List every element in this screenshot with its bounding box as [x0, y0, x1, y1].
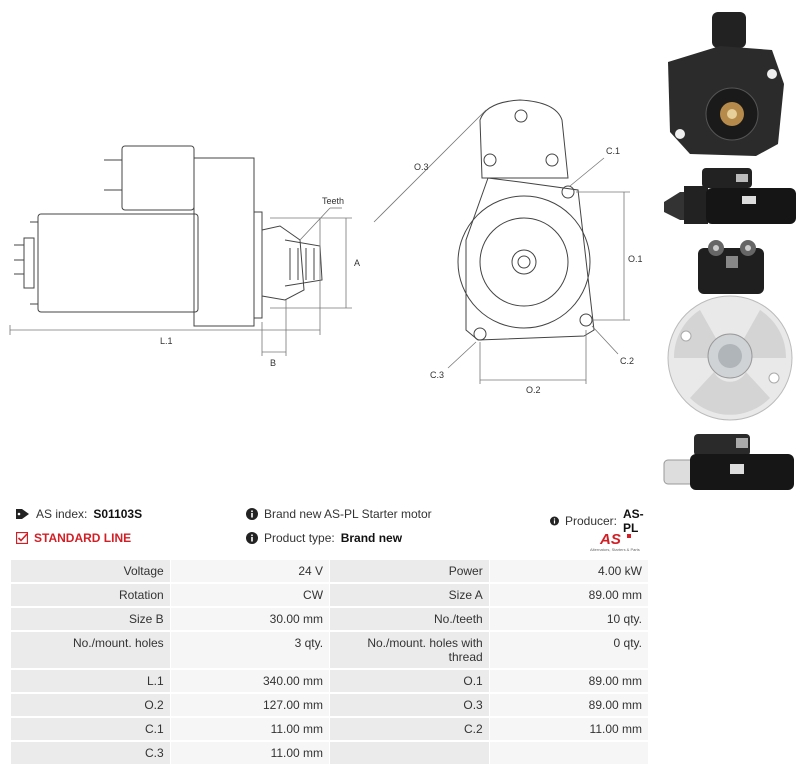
standard-line-text: STANDARD LINE	[34, 531, 132, 545]
photo-solenoid[interactable]	[660, 236, 800, 296]
producer-value: AS-PL	[623, 507, 644, 535]
standard-line: STANDARD LINE	[16, 531, 131, 545]
label-o1: O.1	[628, 254, 643, 264]
tag-icon	[16, 509, 29, 519]
spec-label: Size B	[10, 606, 171, 632]
info-icon	[550, 516, 559, 526]
spec-value: 127.00 mm	[169, 692, 331, 718]
spec-label: No./teeth	[329, 606, 490, 632]
label-a: A	[354, 258, 360, 268]
photo-side-view[interactable]	[660, 162, 800, 232]
spec-label: Voltage	[10, 559, 171, 584]
spec-label: Rotation	[10, 582, 171, 608]
spec-label	[329, 740, 490, 766]
label-o3: O.3	[414, 162, 429, 172]
front-view	[457, 99, 595, 341]
product-description: Brand new AS-PL Starter motor	[246, 507, 432, 521]
product-type-value: Brand new	[340, 531, 403, 545]
spec-value: CW	[169, 582, 331, 608]
as-index-label: AS index:	[36, 507, 88, 521]
label-teeth: Teeth	[322, 196, 344, 206]
spec-label: O.3	[329, 692, 490, 718]
as-index-value: S01103S	[93, 507, 143, 521]
label-c1: C.1	[606, 146, 620, 156]
label-b: B	[270, 358, 276, 368]
spec-value: 11.00 mm	[169, 716, 331, 742]
spec-value: 3 qty.	[169, 630, 331, 670]
logo-tagline: Alternators, Starters & Parts	[590, 547, 640, 552]
spec-label: C.3	[10, 740, 171, 766]
info-icon	[246, 532, 258, 544]
technical-drawing: Teeth A B L.1 O.3 C.1 O.1 C.2 C.3 O.2	[9, 99, 643, 395]
producer-label: Producer:	[564, 514, 618, 528]
side-view	[14, 145, 323, 327]
photo-side-angle[interactable]	[660, 428, 800, 498]
spec-label: L.1	[10, 668, 171, 694]
spec-value: 340.00 mm	[169, 668, 331, 694]
spec-label: Size A	[329, 582, 490, 608]
spec-value: 89.00 mm	[488, 692, 650, 718]
spec-label: C.2	[329, 716, 490, 742]
as-index: AS index: S01103S	[16, 507, 142, 521]
label-o2: O.2	[526, 385, 541, 395]
info-icon	[246, 508, 258, 520]
spec-label: C.1	[10, 716, 171, 742]
label-l1: L.1	[160, 336, 173, 346]
spec-value: 0 qty.	[488, 630, 650, 670]
product-type-label: Product type:	[264, 531, 335, 545]
producer: Producer: AS-PL	[550, 507, 650, 535]
spec-label: No./mount. holes with thread	[329, 630, 490, 670]
label-c3: C.3	[430, 370, 444, 380]
spec-value	[488, 740, 650, 766]
spec-value: 89.00 mm	[488, 582, 650, 608]
spec-value: 11.00 mm	[169, 740, 331, 766]
product-photos	[660, 0, 800, 500]
logo-text: AS	[599, 531, 621, 548]
photo-front-view[interactable]	[660, 4, 800, 160]
product-info: AS index: S01103S Brand new AS-PL Starte…	[10, 500, 650, 560]
spec-value: 24 V	[169, 559, 331, 584]
spec-value: 30.00 mm	[169, 606, 331, 632]
spec-value: 89.00 mm	[488, 668, 650, 694]
spec-value: 4.00 kW	[488, 559, 650, 584]
checkbox-icon	[16, 532, 28, 544]
spec-label: O.2	[10, 692, 171, 718]
as-pl-logo: AS Alternators, Starters & Parts	[590, 531, 640, 552]
spec-value: 10 qty.	[488, 606, 650, 632]
description-text: Brand new AS-PL Starter motor	[264, 507, 432, 521]
product-type: Product type: Brand new	[246, 531, 402, 545]
spec-label: Power	[329, 559, 490, 584]
spec-label: No./mount. holes	[10, 630, 171, 670]
spec-value: 11.00 mm	[488, 716, 650, 742]
photo-rear-view[interactable]	[660, 294, 800, 424]
label-c2: C.2	[620, 356, 634, 366]
spec-label: O.1	[329, 668, 490, 694]
